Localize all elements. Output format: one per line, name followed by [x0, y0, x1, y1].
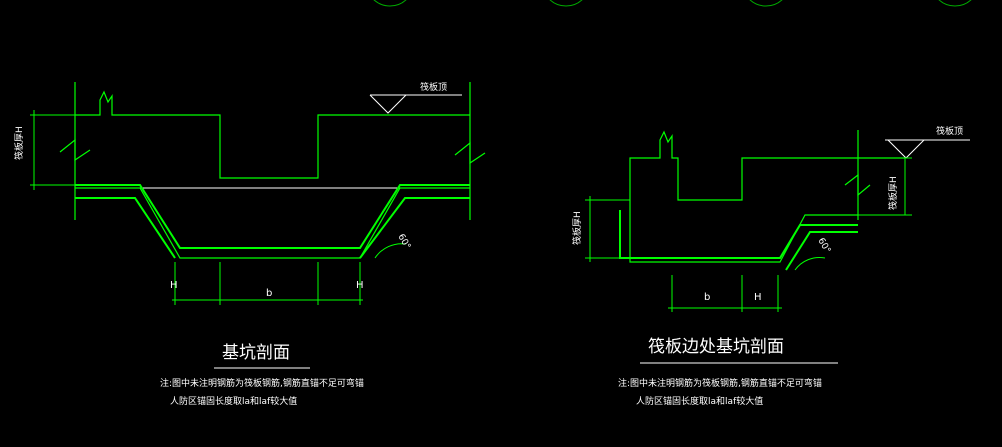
left-rebar [75, 184, 470, 259]
left-top-label: 筏板顶 [420, 81, 447, 93]
right-title: 筏板边处基坑剖面 [648, 337, 784, 357]
right-concrete-outline [629, 130, 905, 263]
left-thickness-dimension [30, 110, 75, 190]
left-dim-h-left: H [170, 280, 178, 291]
marker-circle-4 [938, 0, 972, 7]
marker-circle-2 [549, 0, 583, 7]
right-section: 筏板顶 筏板厚H 筏板厚H 60° b H 筏板边处基坑剖面 注:图中未注明钢筋… [571, 125, 970, 407]
right-top-label: 筏板顶 [936, 125, 963, 137]
right-thickness-dimension-right [858, 157, 912, 216]
left-dim-b: b [266, 288, 272, 299]
right-thickness-label-left: 筏板厚H [571, 211, 583, 245]
left-thickness-label: 筏板厚H [13, 126, 25, 160]
left-note-line2: 人防区锚固长度取la和laf较大值 [170, 395, 297, 407]
left-angle-arc [374, 243, 407, 259]
right-thickness-dimension-left [585, 196, 630, 262]
right-thickness-label-right: 筏板厚H [887, 176, 899, 210]
right-bottom-dimensions [668, 275, 782, 312]
right-angle-arc [794, 257, 826, 271]
right-angle-label: 60° [815, 237, 832, 256]
right-note-line2: 人防区锚固长度取la和laf较大值 [636, 395, 763, 407]
right-surface-marker [885, 139, 970, 159]
top-markers [373, 0, 972, 7]
right-rebar [619, 210, 858, 271]
left-bottom-dimensions [172, 262, 363, 305]
left-dim-h-right: H [356, 280, 364, 291]
left-section: 筏板顶 筏板厚H 60° H b H 基坑剖面 注:图中未注明钢筋为筏板钢筋,钢… [13, 81, 486, 407]
marker-circle-3 [749, 0, 783, 7]
marker-circle-1 [373, 0, 407, 7]
right-dim-b: b [704, 292, 710, 303]
left-concrete-outline [59, 82, 486, 259]
left-note-line1: 注:图中未注明钢筋为筏板钢筋,钢筋直锚不足可弯锚 [160, 377, 364, 389]
right-note-line1: 注:图中未注明钢筋为筏板钢筋,钢筋直锚不足可弯锚 [618, 377, 822, 389]
right-dim-h: H [754, 292, 762, 303]
left-title: 基坑剖面 [222, 343, 290, 363]
left-angle-label: 60° [395, 233, 412, 252]
left-surface-marker [369, 94, 462, 114]
